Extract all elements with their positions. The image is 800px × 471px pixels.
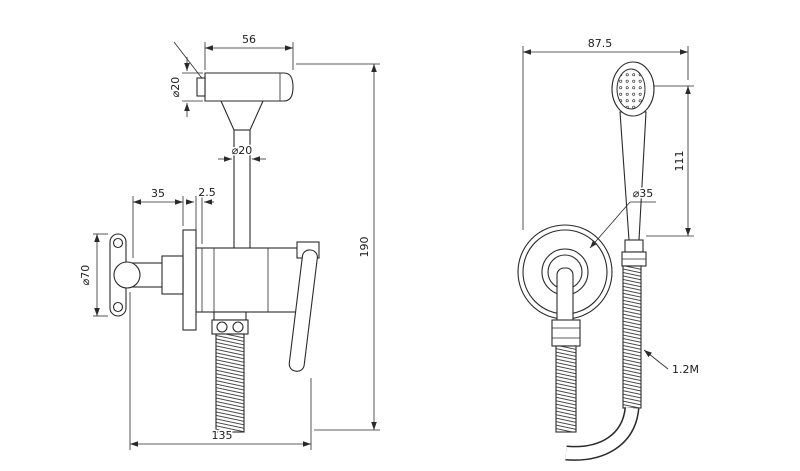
hose-front-handset [565, 265, 642, 461]
hose-side [211, 311, 249, 433]
dim-handle-diameter: ⌀70 [78, 233, 108, 317]
dim-label-body-diameter: ⌀35 [633, 187, 654, 200]
dim-handle-offset: 35 [132, 186, 184, 258]
dim-tube-diameter: ⌀20 [218, 143, 266, 162]
dim-label-top-width: 87.5 [588, 37, 613, 50]
dim-head-width: 56 [204, 32, 294, 70]
cross-handle [109, 233, 184, 317]
sprayer-head-side [173, 41, 294, 131]
dim-total-height: 190 [296, 63, 380, 431]
dim-flange-thickness: 2.5 [186, 185, 217, 244]
spray-face-perforations [616, 68, 646, 110]
wall-flange-side [182, 229, 197, 331]
dim-body-diameter: ⌀35 [589, 186, 656, 249]
lever-handle-side [288, 241, 320, 372]
dim-total-width: 135 [129, 292, 312, 450]
dim-head-diameter: ⌀20 [168, 57, 203, 117]
dim-top-width: 87.5 [522, 36, 689, 230]
dim-label-head-diameter: ⌀20 [169, 77, 182, 98]
dim-label-head-width: 56 [242, 33, 256, 46]
dim-label-handle-diameter: ⌀70 [79, 265, 92, 286]
handset-front [611, 61, 655, 267]
dim-label-tube-diameter: ⌀20 [232, 144, 253, 157]
dim-label-handset-height: 111 [673, 151, 686, 172]
hose-front-body [551, 319, 581, 433]
right-view: 87.5 111 ⌀35 1.2M [517, 36, 700, 461]
dim-label-flange-thickness: 2.5 [198, 186, 216, 199]
left-view: 56 ⌀20 ⌀20 ⌀70 [78, 32, 380, 450]
dim-hose-length: 1.2M [643, 349, 700, 378]
faucet-body-side [195, 247, 309, 313]
dim-handset-height: 111 [646, 85, 694, 237]
dim-label-total-width: 135 [212, 429, 233, 442]
dim-label-hose-length: 1.2M [672, 363, 699, 376]
dim-label-total-height: 190 [358, 237, 371, 258]
dim-label-handle-offset: 35 [151, 187, 165, 200]
